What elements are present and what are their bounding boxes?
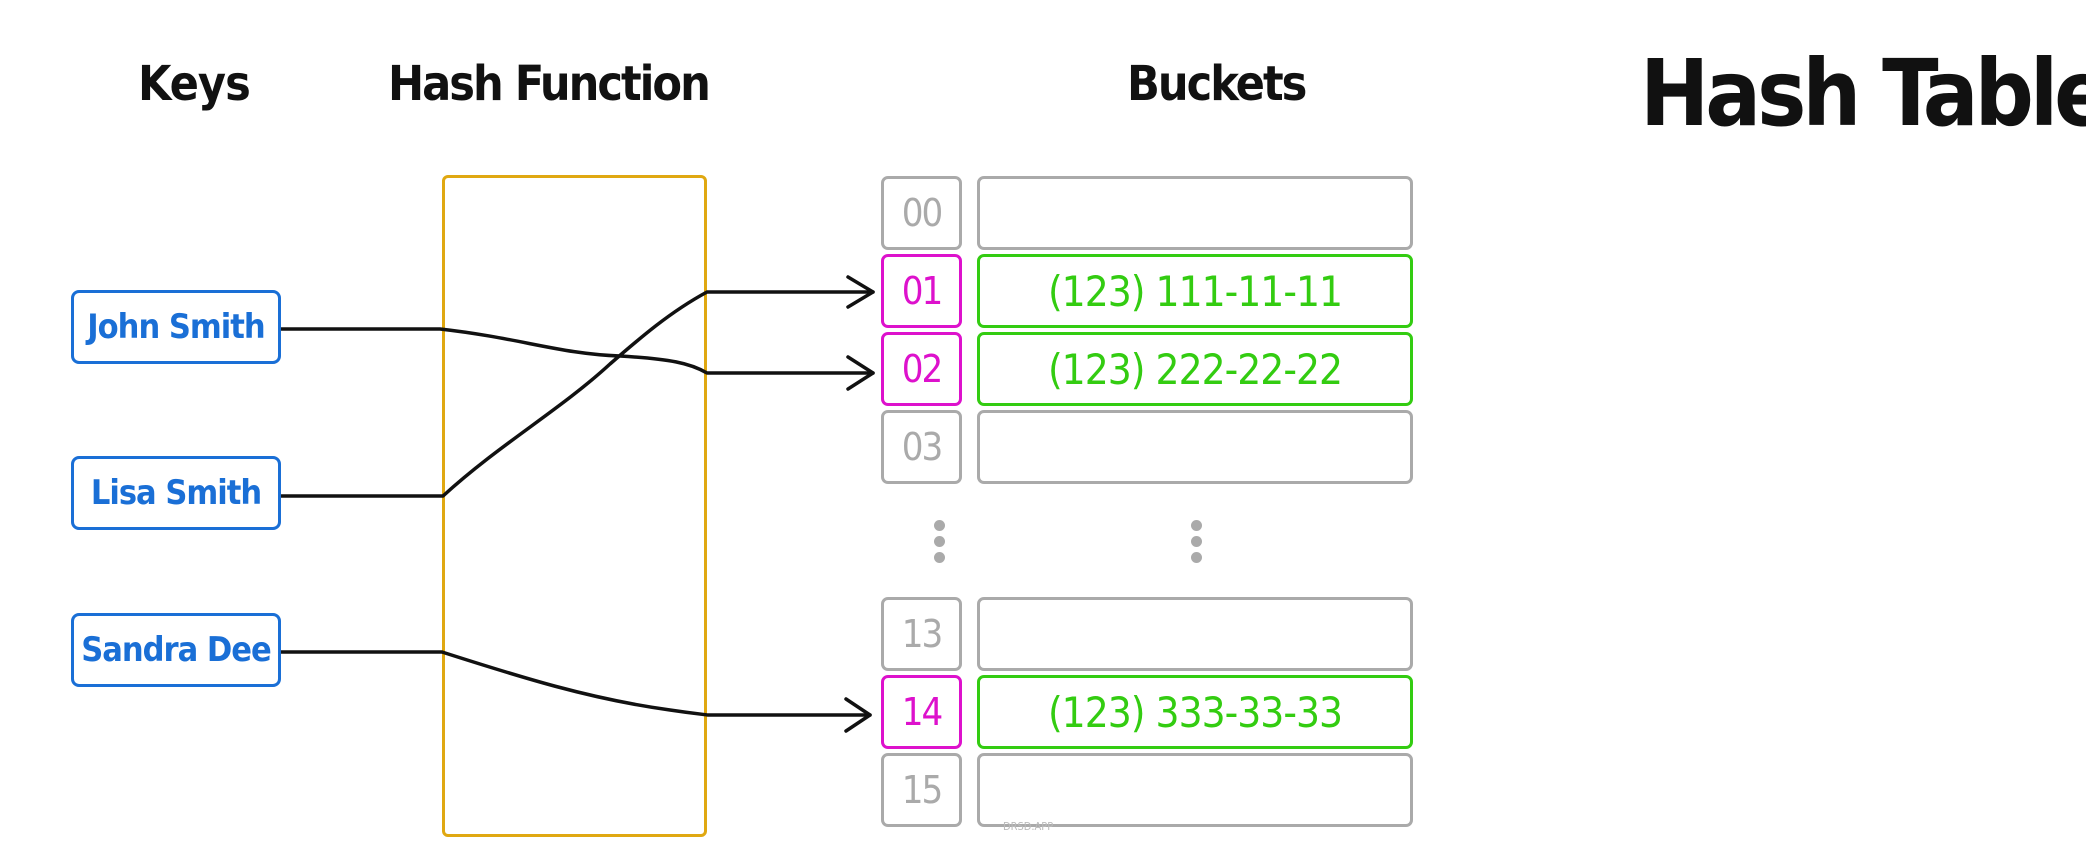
key-sandra-dee: Sandra Dee [71, 613, 281, 687]
index-ellipsis-icon [934, 520, 948, 568]
bucket-index-01: 01 [881, 254, 962, 328]
keys-heading: Keys [138, 56, 251, 112]
bucket-index-00: 00 [881, 176, 962, 250]
hash-function-box [442, 175, 707, 837]
bucket-index-03: 03 [881, 410, 962, 484]
key-john-smith: John Smith [71, 290, 281, 364]
bucket-slot-14: (123) 333-33-33 [977, 675, 1413, 749]
bucket-index-14: 14 [881, 675, 962, 749]
buckets-heading: Buckets [1127, 56, 1307, 112]
bucket-slot-15 [977, 753, 1413, 827]
slot-ellipsis-icon [1191, 520, 1205, 568]
arrow-john-smith-to-02 [279, 327, 875, 375]
arrow-lisa-smith-to-01 [279, 290, 875, 498]
bucket-index-02: 02 [881, 332, 962, 406]
arrowhead-01 [846, 275, 875, 309]
bucket-slot-00 [977, 176, 1413, 250]
bucket-index-13: 13 [881, 597, 962, 671]
key-lisa-smith: Lisa Smith [71, 456, 281, 530]
diagram-title: Hash Table [1640, 40, 2086, 147]
arrowhead-02 [846, 355, 875, 391]
arrow-sandra-dee-to-14 [279, 650, 872, 717]
bucket-index-15: 15 [881, 753, 962, 827]
hash-function-heading: Hash Function [388, 56, 711, 112]
bucket-slot-01: (123) 111-11-11 [977, 254, 1413, 328]
arrowhead-14 [844, 697, 872, 733]
bucket-slot-13 [977, 597, 1413, 671]
bucket-slot-02: (123) 222-22-22 [977, 332, 1413, 406]
watermark: DRSD.APP [1003, 820, 1054, 833]
bucket-slot-03 [977, 410, 1413, 484]
